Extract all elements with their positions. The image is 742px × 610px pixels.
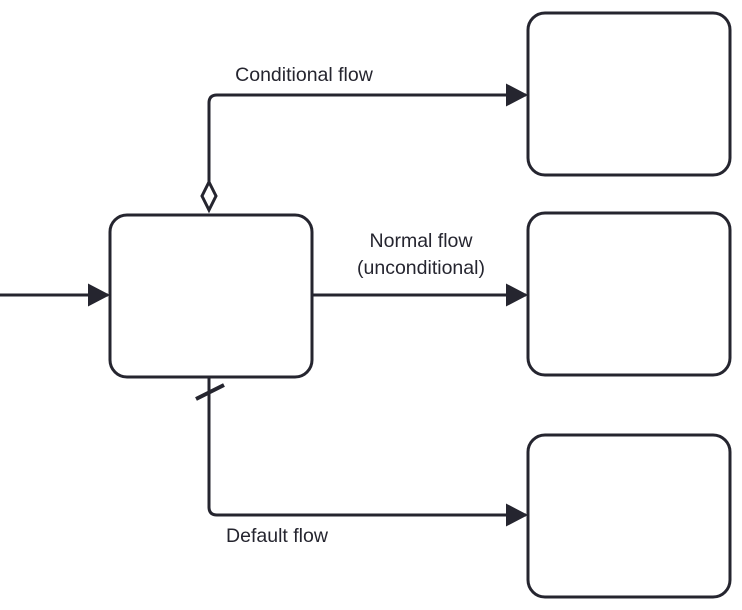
conditional-flow-line[interactable] xyxy=(207,93,526,183)
conditional-flow-label: Conditional flow xyxy=(235,64,374,86)
conditional-flow-diamond-marker xyxy=(200,178,218,214)
arrowhead-into-source-task xyxy=(88,283,110,307)
default-task[interactable] xyxy=(526,433,732,599)
arrowhead-into-normal-task xyxy=(506,283,528,307)
arrowhead-into-conditional-task xyxy=(506,83,528,107)
source-task[interactable] xyxy=(108,213,314,379)
normal-task[interactable] xyxy=(526,211,732,377)
default-flow-slash-marker xyxy=(195,383,225,401)
normal-flow-label-line2: (unconditional) xyxy=(357,257,485,279)
task-nodes xyxy=(108,11,732,599)
arrowheads xyxy=(88,83,528,527)
conditional-task[interactable] xyxy=(526,11,732,177)
default-flow-label: Default flow xyxy=(226,525,329,547)
flow-labels: Conditional flow Normal flow (unconditio… xyxy=(226,64,485,547)
normal-flow-label-line1: Normal flow xyxy=(370,230,474,252)
arrowhead-into-default-task xyxy=(506,503,528,527)
default-flow-line[interactable] xyxy=(207,377,526,517)
